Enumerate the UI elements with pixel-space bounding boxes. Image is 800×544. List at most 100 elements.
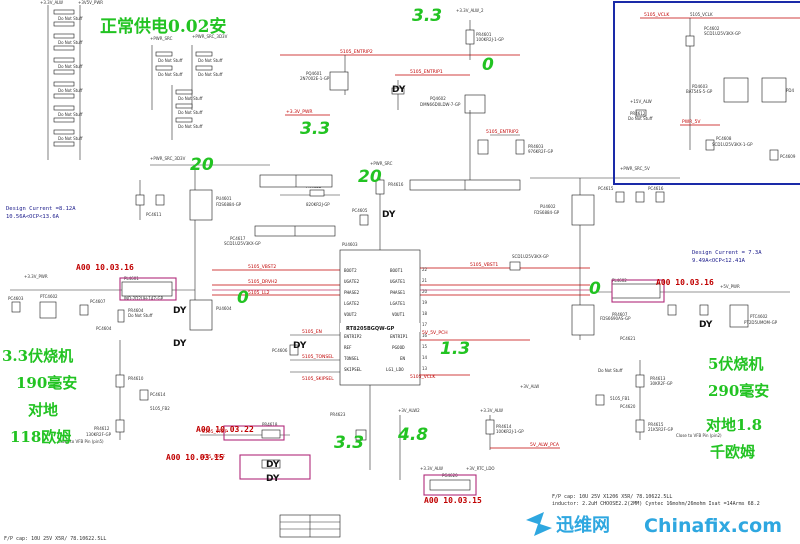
svg-text:+15V_ALW: +15V_ALW (630, 99, 652, 104)
dy-marker: DY (392, 85, 406, 95)
revision-labels: A00 10.03.16 A00 10.03.16 A00 10.03.22 A… (76, 263, 714, 505)
voltage-note: 1.3 (440, 339, 470, 359)
svg-text:+PWR_SRC_3D3V: +PWR_SRC_3D3V (192, 34, 228, 39)
svg-text:PR4612: PR4612 (630, 111, 646, 116)
svg-text:2N7002E-1-GP: 2N7002E-1-GP (300, 76, 330, 81)
voltage-note: 0 (482, 55, 494, 75)
svg-text:5105_VCLK: 5105_VCLK (410, 374, 436, 380)
svg-text:PR4614: PR4614 (496, 424, 512, 429)
svg-text:PC4617: PC4617 (230, 236, 246, 241)
svg-text:PC4608: PC4608 (716, 136, 732, 141)
dy-marker: DY (173, 306, 187, 316)
right-burn-note: 5伏烧机 (708, 355, 763, 373)
svg-text:5105_FB2: 5105_FB2 (150, 406, 170, 411)
revision-boxes (119, 277, 665, 496)
svg-text:Do Not Stuff: Do Not Stuff (178, 96, 203, 101)
svg-text:+3V_ALW: +3V_ALW (520, 384, 539, 389)
svg-text:PQ4601: PQ4601 (306, 71, 322, 76)
svg-text:5105_ENTRIP1: 5105_ENTRIP1 (410, 69, 443, 75)
ic-pin-right: ENTRIP1 (390, 334, 408, 339)
ic-pin-right: UGATE1 (390, 279, 406, 284)
rt8205-controller: PU4603 BOOT2 UGATE2 PHASE2 LGATE2 VOUT2 … (272, 161, 530, 470)
left-power-stage: +PWR_SRC_3D3V PU4601 FDS6884-GP PU4604 P… (8, 156, 340, 444)
svg-text:+3.3V_ALW: +3.3V_ALW (420, 466, 443, 471)
svg-text:Do Not Stuff: Do Not Stuff (628, 116, 653, 121)
svg-text:21K5R2F-GP: 21K5R2F-GP (648, 427, 674, 432)
svg-text:Do Not Stuff: Do Not Stuff (58, 16, 83, 21)
svg-text:18: 18 (422, 311, 428, 316)
dy-markers: DY DY DY DY DY DY DY DY (173, 85, 713, 484)
right-burn-note: 290毫安 (708, 382, 769, 400)
svg-text:FDS6690AS-GP: FDS6690AS-GP (600, 316, 631, 321)
mid-cap-group-2: Do Not Stuff Do Not Stuff Do Not Stuff (171, 85, 203, 140)
svg-text:Close to VFB Pin (pin2): Close to VFB Pin (pin2) (676, 433, 722, 438)
svg-text:PC4603: PC4603 (8, 296, 24, 301)
left-burn-note: 190毫安 (16, 374, 77, 392)
top-right-block: 5105_VCLK 5105_VCLK PC4602 SCD1U25V3KX-G… (613, 1, 800, 185)
ic-pin-left: VOUT2 (344, 312, 357, 317)
svg-text:Close to VFB Pin (pin5): Close to VFB Pin (pin5) (58, 439, 104, 444)
svg-text:820KR2J-GP: 820KR2J-GP (306, 202, 330, 207)
svg-text:+3.3V_PWR: +3.3V_PWR (24, 274, 48, 279)
svg-text:PR4615: PR4615 (648, 422, 664, 427)
svg-text:13: 13 (422, 366, 428, 371)
voltage-note: 3.3 (334, 433, 364, 453)
svg-text:FDS6884-GP: FDS6884-GP (216, 202, 242, 207)
svg-text:SCD1U25V3KX-GP: SCD1U25V3KX-GP (512, 254, 549, 259)
svg-text:PU4604: PU4604 (216, 306, 232, 311)
svg-text:Do Not Stuff: Do Not Stuff (128, 313, 153, 318)
watermark: 迅维网 Chinafix.com (526, 508, 800, 544)
svg-text:5105_VCLK: 5105_VCLK (644, 12, 670, 18)
svg-text:Do Not Stuff: Do Not Stuff (158, 72, 183, 77)
svg-text:PU4602: PU4602 (540, 204, 556, 209)
svg-text:PC4620: PC4620 (620, 404, 636, 409)
svg-text:Do Not Stuff: Do Not Stuff (178, 110, 203, 115)
watermark-en: Chinafix.com (644, 515, 782, 537)
svg-text:20: 20 (422, 289, 428, 294)
svg-text:PR4601: PR4601 (476, 32, 492, 37)
ic-pin-left: LGATE2 (344, 301, 360, 306)
svg-text:Do Not Stuff: Do Not Stuff (598, 368, 623, 373)
revision-label: A00 10.03.16 (76, 263, 134, 272)
svg-text:5105_VBST1: 5105_VBST1 (470, 262, 498, 268)
ocp-range-left: 10.56A<OCP<13.6A (6, 214, 60, 220)
svg-text:21: 21 (422, 278, 428, 283)
ocp-range-right: 9.49A<OCP<12.41A (692, 258, 746, 264)
svg-text:FDS6884-GP: FDS6884-GP (534, 210, 560, 215)
svg-text:5105_EN: 5105_EN (302, 329, 322, 335)
dy-marker: DY (293, 341, 307, 351)
top-switch-area: 5105_ENTRIP2 PQ4601 2N7002E-1-GP 5105_EN… (280, 8, 554, 180)
svg-text:22: 22 (422, 267, 428, 272)
svg-text:IND-2D2UH-147-GP: IND-2D2UH-147-GP (124, 296, 164, 301)
svg-text:PC4607: PC4607 (90, 299, 106, 304)
svg-text:5105_TONSEL: 5105_TONSEL (302, 354, 334, 360)
voltage-note: 4.8 (397, 425, 428, 445)
watermark-cn: 迅维网 (556, 514, 610, 536)
svg-text:5105_DRVH2: 5105_DRVH2 (248, 279, 278, 285)
ic-part-number: RT8205BGQW-GP (346, 326, 395, 332)
ic-pin-left: TONSEL (344, 356, 360, 361)
ic-pin-right: PHASE1 (390, 290, 406, 295)
svg-text:SCD1U25V3KX-GP: SCD1U25V3KX-GP (224, 241, 261, 246)
svg-text:+3V_ALW2: +3V_ALW2 (398, 408, 420, 413)
svg-text:5105_ENTRIP2: 5105_ENTRIP2 (486, 129, 519, 135)
right-burn-note: 对地1.8 (706, 416, 762, 434)
revision-label: A00 10.03.22 (196, 425, 254, 434)
svg-text:Do Not Stuff: Do Not Stuff (58, 136, 83, 141)
svg-text:+PWR_SRC_5V: +PWR_SRC_5V (620, 166, 650, 171)
svg-text:PR4616: PR4616 (388, 182, 404, 187)
svg-text:PR4612: PR4612 (94, 426, 110, 431)
svg-text:Do Not Stuff: Do Not Stuff (198, 72, 223, 77)
mid-cap-group-1: +PWR_SRC +PWR_SRC_3D3V Do Not Stuff Do N… (150, 34, 228, 110)
annotations: 正常供电0.02安 3.3 0 3.3 20 20 0 0 1.3 3.3 4.… (2, 6, 769, 461)
footer-note: inductor: 2.2uH CHOOSE2.2(2MM) Cyntec 16… (552, 501, 760, 507)
revision-label: A00 10.03.16 (656, 278, 714, 287)
svg-text:Do Not Stuff: Do Not Stuff (58, 40, 83, 45)
svg-text:PR4623: PR4623 (330, 412, 346, 417)
svg-text:PD4: PD4 (786, 88, 794, 93)
svg-text:PD4603: PD4603 (692, 84, 708, 89)
svg-text:15: 15 (422, 344, 428, 349)
svg-text:PC4615: PC4615 (598, 186, 614, 191)
design-current-left: Design Current =8.12A (6, 206, 76, 212)
